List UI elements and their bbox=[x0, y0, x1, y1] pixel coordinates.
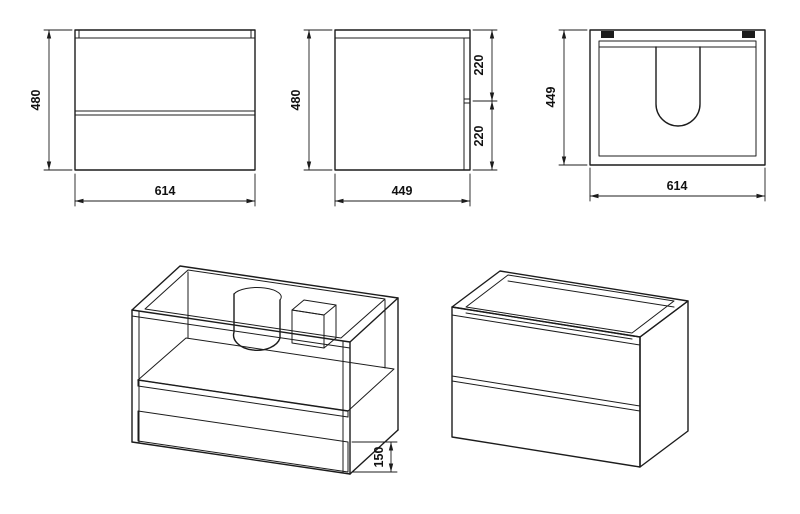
cutaway-rim-front-thickness bbox=[131, 315, 351, 349]
side-height-dimension: 480 bbox=[289, 29, 333, 171]
assembled-top-rim-inner bbox=[465, 274, 675, 334]
mounting-bracket-left bbox=[601, 31, 614, 38]
organizer-box-bottom-edge bbox=[323, 337, 337, 349]
front-width-dimension: 614 bbox=[74, 173, 256, 207]
cutaway-top-rim-inner bbox=[144, 269, 386, 339]
front-view: 480 614 bbox=[29, 29, 256, 207]
iso-assembled-view bbox=[451, 270, 689, 468]
bottom-drawer-front-dim-label: 150 bbox=[372, 447, 386, 468]
side-lower-section-dim-label: 220 bbox=[472, 126, 486, 147]
front-view-geometry bbox=[74, 29, 256, 171]
top-depth-dimension: 449 bbox=[544, 29, 588, 166]
side-depth-dimension: 449 bbox=[334, 173, 471, 207]
top-inner-wall-outline bbox=[598, 40, 757, 157]
side-upper-section-dimension: 220 220 bbox=[472, 29, 498, 171]
front-cabinet-outline bbox=[74, 29, 256, 171]
front-height-dim-label: 480 bbox=[29, 90, 43, 111]
bottom-drawer-front-dimension: 150 bbox=[351, 441, 398, 473]
assembled-front-face bbox=[451, 306, 641, 468]
side-height-dim-label: 480 bbox=[289, 90, 303, 111]
cutaway-bottom-front-edge bbox=[131, 441, 351, 475]
top-view-geometry bbox=[589, 29, 766, 166]
assembled-back-rail-inner bbox=[507, 280, 675, 308]
assembled-rim-front-thickness bbox=[451, 314, 641, 346]
sink-bowl-recess-mouth bbox=[233, 287, 282, 301]
cutaway-top-rim-outer bbox=[131, 265, 399, 343]
iso-cutaway-carcass bbox=[131, 265, 399, 475]
front-height-dimension: 480 bbox=[29, 29, 73, 171]
side-view: 480 220 220 449 bbox=[289, 29, 498, 207]
mounting-bracket-right bbox=[742, 31, 755, 38]
side-cabinet-outline bbox=[334, 29, 471, 171]
assembled-drawer-gap-upper bbox=[451, 375, 641, 407]
organizer-box-top bbox=[291, 299, 337, 316]
top-width-dimension: 614 bbox=[589, 167, 766, 202]
cutaway-right-bottom-edge bbox=[349, 429, 399, 475]
sink-bowl-recess-front bbox=[232, 293, 281, 351]
top-cabinet-outline bbox=[589, 29, 766, 166]
iso-cutaway-interior bbox=[137, 287, 395, 473]
side-upper-section-dim-label: 220 bbox=[472, 55, 486, 76]
assembled-drawer-gap-lower bbox=[451, 380, 641, 412]
top-view: 449 614 bbox=[544, 29, 766, 202]
mid-shelf-front-edge bbox=[137, 379, 349, 412]
front-width-dim-label: 614 bbox=[155, 184, 176, 198]
iso-cutaway-view: 150 bbox=[131, 265, 399, 475]
assembled-right-face bbox=[639, 300, 689, 468]
side-depth-dim-label: 449 bbox=[392, 184, 413, 198]
mid-shelf-thickness bbox=[137, 385, 349, 418]
side-view-geometry bbox=[334, 29, 471, 171]
sink-bowl-cutout bbox=[655, 46, 701, 127]
top-depth-dim-label: 449 bbox=[544, 87, 558, 108]
assembled-front-rail-inner bbox=[465, 312, 633, 340]
top-width-dim-label: 614 bbox=[667, 179, 688, 193]
bottom-drawer-front-hatched bbox=[137, 410, 349, 473]
